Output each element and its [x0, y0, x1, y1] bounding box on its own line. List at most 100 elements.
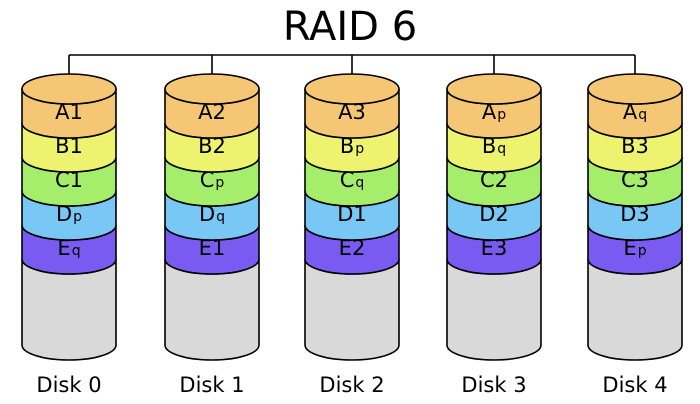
disk-label: Disk 2 — [319, 373, 384, 397]
block-label-index: 3 — [636, 202, 649, 226]
block-label: A1 — [55, 100, 83, 124]
block-label-parity: p — [355, 141, 364, 157]
block-C-1: C1 — [21, 156, 117, 207]
block-label-main: A — [55, 100, 70, 124]
block-label-index: 1 — [70, 168, 83, 192]
block-label: E1 — [199, 236, 226, 260]
block-A-1: A1 — [21, 88, 117, 139]
block-label-main: A — [198, 100, 213, 124]
block-label: C3 — [621, 168, 649, 192]
block-A-2: A2 — [164, 88, 260, 139]
block-label-main: B — [340, 134, 354, 158]
block-label: D3 — [620, 202, 650, 226]
block-C-2: C2 — [446, 156, 542, 207]
block-label-main: E — [339, 236, 352, 260]
block-label-index: 1 — [70, 134, 83, 158]
block-label-main: E — [623, 236, 636, 260]
block-D-q: Dq — [164, 190, 260, 241]
disk-label: Disk 4 — [602, 373, 667, 397]
block-label-parity: q — [638, 107, 647, 123]
block-label-main: D — [199, 202, 215, 226]
block-B-1: B1 — [21, 122, 117, 173]
block-label-main: D — [337, 202, 353, 226]
block-label-main: A — [482, 100, 497, 124]
block-label: C1 — [55, 168, 83, 192]
block-label-index: 2 — [352, 236, 365, 260]
block-label-parity: p — [497, 107, 506, 123]
block-label: Bp — [340, 134, 364, 158]
block-label-index: 3 — [353, 100, 366, 124]
block-label-main: B — [621, 134, 635, 158]
block-label: Eq — [57, 236, 80, 260]
block-label: Cp — [200, 168, 225, 192]
block-label-main: C — [340, 168, 355, 192]
block-label-main: A — [338, 100, 353, 124]
block-label-main: B — [55, 134, 69, 158]
block-label-main: D — [56, 202, 72, 226]
block-label-main: A — [623, 100, 638, 124]
block-label: Cq — [340, 168, 365, 192]
disk-top-cap — [164, 73, 260, 105]
block-label-index: 2 — [495, 202, 508, 226]
block-label-main: D — [479, 202, 495, 226]
block-label-parity: q — [497, 141, 506, 157]
block-D-2: D2 — [446, 190, 542, 241]
block-label: B3 — [621, 134, 649, 158]
block-label: Dp — [56, 202, 82, 226]
block-label-main: C — [55, 168, 70, 192]
block-label: D2 — [479, 202, 509, 226]
block-label-main: E — [481, 236, 494, 260]
block-label-main: B — [198, 134, 212, 158]
block-label-parity: q — [355, 175, 364, 191]
block-label: Bq — [482, 134, 506, 158]
block-label-parity: q — [72, 243, 81, 259]
block-E-q: Eq — [21, 224, 117, 275]
block-A-3: A3 — [304, 88, 400, 139]
block-label-index: 1 — [70, 100, 83, 124]
block-label-main: C — [621, 168, 636, 192]
block-label: C2 — [480, 168, 508, 192]
disk-label: Disk 0 — [36, 373, 101, 397]
block-label: E3 — [481, 236, 508, 260]
block-label-main: E — [199, 236, 212, 260]
block-label-parity: q — [216, 209, 225, 225]
block-label-main: C — [200, 168, 215, 192]
block-label-index: 1 — [353, 202, 366, 226]
disk-label: Disk 3 — [461, 373, 526, 397]
disk-top-cap — [21, 73, 117, 105]
block-label-parity: p — [215, 175, 224, 191]
diagram-title: RAID 6 — [283, 4, 417, 50]
block-label: Dq — [199, 202, 225, 226]
block-label-index: 3 — [636, 134, 649, 158]
block-label: A2 — [198, 100, 226, 124]
block-label-index: 2 — [213, 134, 226, 158]
block-label: E2 — [339, 236, 366, 260]
block-label: D1 — [337, 202, 367, 226]
block-label: Ap — [482, 100, 506, 124]
disk-label: Disk 1 — [179, 373, 244, 397]
block-label: Aq — [623, 100, 647, 124]
block-label-index: 1 — [212, 236, 225, 260]
block-label-main: E — [57, 236, 70, 260]
block-label-index: 3 — [494, 236, 507, 260]
block-label-index: 2 — [495, 168, 508, 192]
block-label: B2 — [198, 134, 226, 158]
controller-connector — [68, 54, 636, 89]
disk-top-cap — [446, 73, 542, 105]
block-label-main: C — [480, 168, 495, 192]
block-label: B1 — [55, 134, 83, 158]
disk-top-cap — [304, 73, 400, 105]
block-label-main: D — [620, 202, 636, 226]
block-label-index: 3 — [636, 168, 649, 192]
block-label: A3 — [338, 100, 366, 124]
disk-top-cap — [587, 73, 683, 105]
block-label-parity: p — [73, 209, 82, 225]
block-label-main: B — [482, 134, 496, 158]
block-label-index: 2 — [213, 100, 226, 124]
